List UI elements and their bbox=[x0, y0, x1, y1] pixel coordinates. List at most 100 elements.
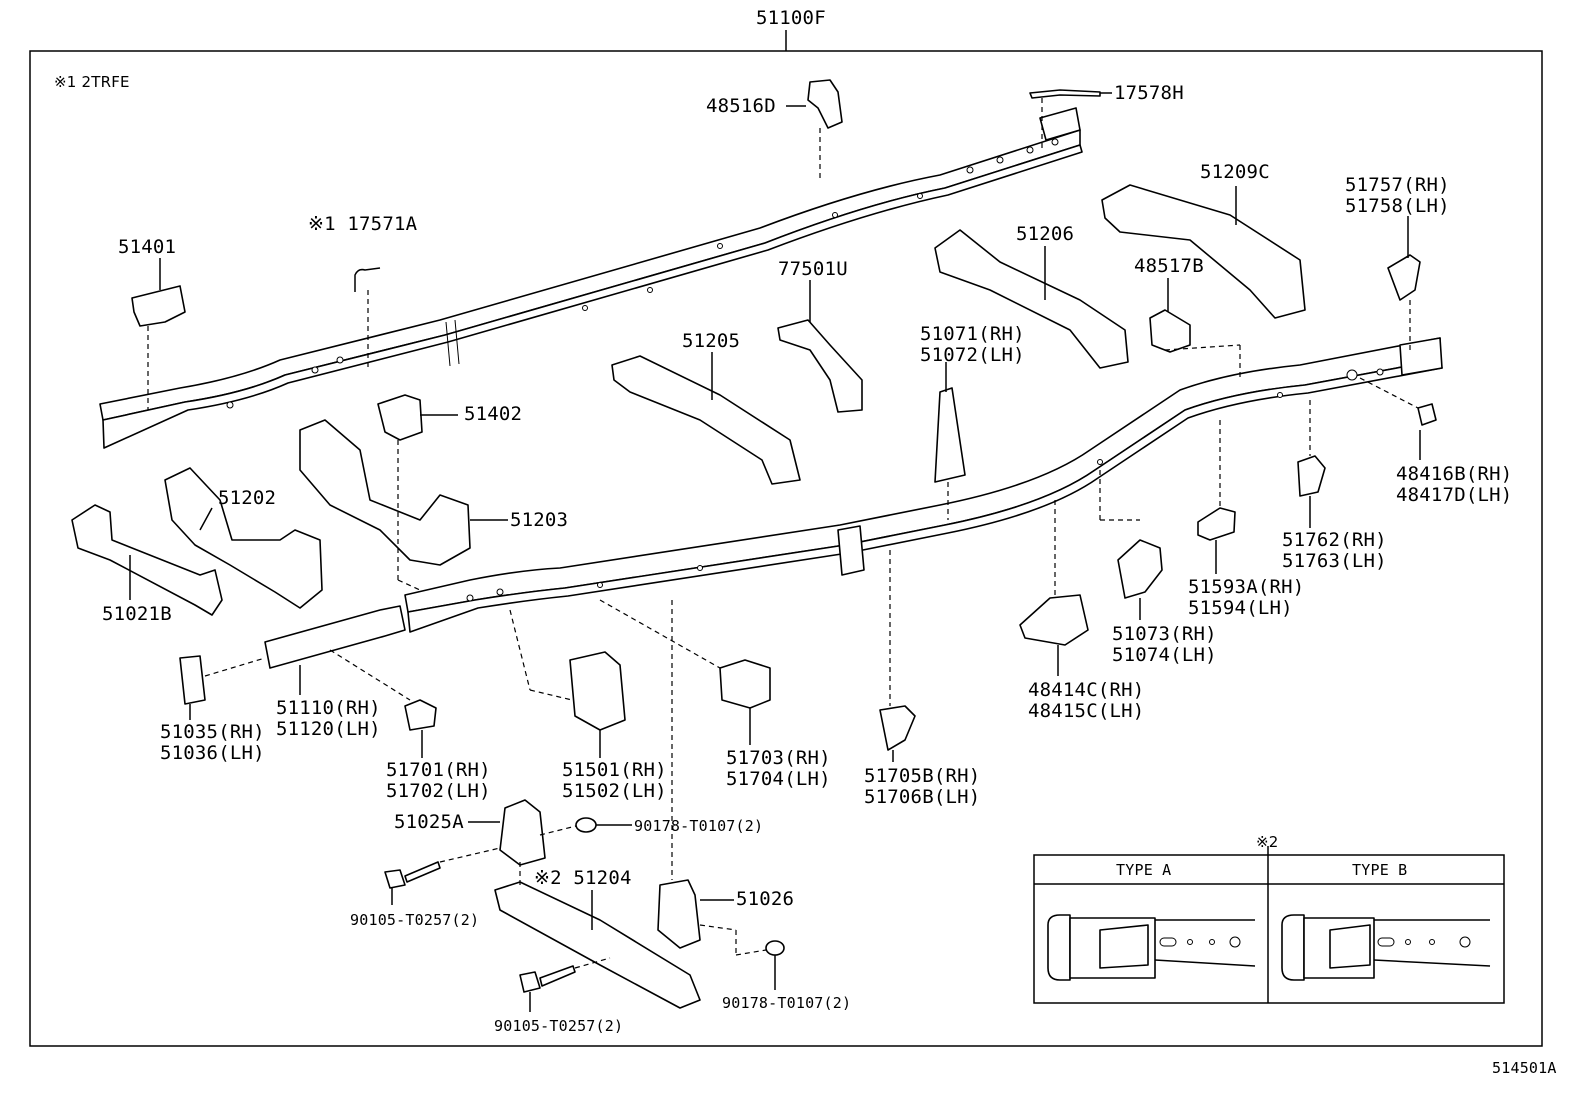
label-51205[interactable]: 51205 bbox=[682, 330, 741, 352]
label-48416B[interactable]: 48416B(RH) 48417D(LH) bbox=[1396, 464, 1512, 506]
part-51025A-shape bbox=[499, 799, 546, 866]
label-51073[interactable]: 51073(RH) 51074(LH) bbox=[1112, 624, 1217, 666]
label-51593A-rh[interactable]: 51593A(RH) bbox=[1188, 576, 1305, 598]
label-51594-lh[interactable]: 51594(LH) bbox=[1188, 597, 1293, 619]
label-51703-rh[interactable]: 51703(RH) bbox=[726, 747, 831, 769]
label-51204[interactable]: ※2 51204 bbox=[534, 867, 632, 889]
label-51021B[interactable]: 51021B bbox=[102, 603, 172, 625]
label-51035-rh[interactable]: 51035(RH) bbox=[160, 721, 265, 743]
label-51701-rh[interactable]: 51701(RH) bbox=[386, 759, 491, 781]
label-51702-lh[interactable]: 51702(LH) bbox=[386, 780, 491, 802]
label-51501[interactable]: 51501(RH) 51502(LH) bbox=[562, 760, 667, 802]
footnote-2trfe: ※1 2TRFE bbox=[54, 73, 130, 91]
type-inset bbox=[1033, 846, 1505, 1004]
part-51501-shape bbox=[569, 651, 626, 731]
label-17578H[interactable]: 17578H bbox=[1114, 82, 1184, 104]
part-90105a-shape bbox=[384, 861, 441, 889]
label-48415C-lh[interactable]: 48415C(LH) bbox=[1028, 700, 1145, 722]
part-51762-shape bbox=[1297, 455, 1326, 497]
label-17571A[interactable]: ※1 17571A bbox=[308, 213, 418, 235]
label-51402[interactable]: 51402 bbox=[464, 403, 523, 425]
dashed-connectors bbox=[147, 98, 1419, 969]
label-51206[interactable]: 51206 bbox=[1016, 223, 1075, 245]
label-77501U[interactable]: 77501U bbox=[778, 258, 848, 280]
label-90105-upper[interactable]: 90105-T0257(2) bbox=[350, 911, 480, 929]
part-51593A-shape bbox=[1197, 507, 1236, 541]
label-90105-lower[interactable]: 90105-T0257(2) bbox=[494, 1017, 624, 1035]
part-51204-shape bbox=[494, 881, 701, 1009]
label-51757-rh[interactable]: 51757(RH) bbox=[1345, 174, 1450, 196]
part-90178b-shape bbox=[765, 940, 785, 956]
part-51209C-shape bbox=[1101, 184, 1306, 319]
label-51035[interactable]: 51035(RH) 51036(LH) bbox=[160, 722, 265, 764]
label-90178-lower[interactable]: 90178-T0107(2) bbox=[722, 994, 852, 1012]
label-51705B-rh[interactable]: 51705B(RH) bbox=[864, 765, 981, 787]
label-48417D-lh[interactable]: 48417D(LH) bbox=[1396, 484, 1513, 506]
part-48416B-shape bbox=[1417, 403, 1437, 426]
label-51073-rh[interactable]: 51073(RH) bbox=[1112, 623, 1217, 645]
label-48414C-rh[interactable]: 48414C(RH) bbox=[1028, 679, 1145, 701]
label-51202[interactable]: 51202 bbox=[218, 487, 277, 509]
label-48516D[interactable]: 48516D bbox=[706, 95, 776, 117]
label-51026[interactable]: 51026 bbox=[736, 888, 795, 910]
label-48416B-rh[interactable]: 48416B(RH) bbox=[1396, 463, 1513, 485]
part-51206-shape bbox=[934, 229, 1129, 369]
label-48414C[interactable]: 48414C(RH) 48415C(LH) bbox=[1028, 680, 1144, 722]
part-51705B-shape bbox=[879, 705, 916, 751]
label-51110-rh[interactable]: 51110(RH) bbox=[276, 697, 381, 719]
label-51762-rh[interactable]: 51762(RH) bbox=[1282, 529, 1387, 551]
part-51402-shape bbox=[377, 394, 423, 441]
type-a-drawing bbox=[1047, 914, 1256, 981]
label-51074-lh[interactable]: 51074(LH) bbox=[1112, 644, 1217, 666]
part-51110-shape bbox=[264, 605, 406, 669]
part-51703-shape bbox=[719, 659, 771, 709]
part-77501U-shape bbox=[777, 319, 863, 413]
type-b-drawing bbox=[1281, 914, 1491, 981]
type-a-heading: TYPE A bbox=[1116, 861, 1172, 879]
label-51110[interactable]: 51110(RH) 51120(LH) bbox=[276, 698, 381, 740]
label-51705B[interactable]: 51705B(RH) 51706B(LH) bbox=[864, 766, 980, 808]
label-51120-lh[interactable]: 51120(LH) bbox=[276, 718, 381, 740]
part-51071-shape bbox=[934, 387, 966, 483]
label-51757[interactable]: 51757(RH) 51758(LH) bbox=[1345, 175, 1450, 217]
part-17578H-shape bbox=[1029, 89, 1101, 99]
label-51401[interactable]: 51401 bbox=[118, 236, 177, 258]
part-90105b-shape bbox=[519, 965, 576, 993]
type-b-heading: TYPE B bbox=[1352, 861, 1408, 879]
label-main-part[interactable]: 51100F bbox=[756, 7, 826, 29]
label-51502-lh[interactable]: 51502(LH) bbox=[562, 780, 667, 802]
part-51401-shape bbox=[131, 285, 186, 327]
part-51701-shape bbox=[404, 699, 437, 731]
part-51205-shape bbox=[611, 355, 801, 485]
part-51026-shape bbox=[657, 879, 701, 949]
part-51073-shape bbox=[1117, 539, 1163, 599]
label-51071[interactable]: 51071(RH) 51072(LH) bbox=[920, 324, 1025, 366]
label-51593A[interactable]: 51593A(RH) 51594(LH) bbox=[1188, 577, 1304, 619]
part-48414C-shape bbox=[1019, 594, 1089, 646]
label-51071-rh[interactable]: 51071(RH) bbox=[920, 323, 1025, 345]
part-51757-shape bbox=[1387, 254, 1421, 301]
label-51036-lh[interactable]: 51036(LH) bbox=[160, 742, 265, 764]
label-51758-lh[interactable]: 51758(LH) bbox=[1345, 195, 1450, 217]
label-51762[interactable]: 51762(RH) 51763(LH) bbox=[1282, 530, 1387, 572]
part-51021B-shape bbox=[71, 504, 223, 616]
label-51025A[interactable]: 51025A bbox=[394, 811, 464, 833]
label-51763-lh[interactable]: 51763(LH) bbox=[1282, 550, 1387, 572]
part-90178a-shape bbox=[575, 817, 597, 833]
label-51209C[interactable]: 51209C bbox=[1200, 161, 1270, 183]
label-90178-upper[interactable]: 90178-T0107(2) bbox=[634, 817, 764, 835]
part-48516D-shape bbox=[807, 79, 843, 129]
label-48517B[interactable]: 48517B bbox=[1134, 255, 1204, 277]
label-51706B-lh[interactable]: 51706B(LH) bbox=[864, 786, 981, 808]
part-51202-shape bbox=[164, 467, 323, 609]
label-51501-rh[interactable]: 51501(RH) bbox=[562, 759, 667, 781]
label-51701[interactable]: 51701(RH) 51702(LH) bbox=[386, 760, 491, 802]
label-51203[interactable]: 51203 bbox=[510, 509, 569, 531]
drawing-number: 514501A bbox=[1492, 1059, 1557, 1077]
part-48517B-shape bbox=[1149, 309, 1191, 353]
label-51703[interactable]: 51703(RH) 51704(LH) bbox=[726, 748, 831, 790]
label-51072-lh[interactable]: 51072(LH) bbox=[920, 344, 1025, 366]
label-51704-lh[interactable]: 51704(LH) bbox=[726, 768, 831, 790]
